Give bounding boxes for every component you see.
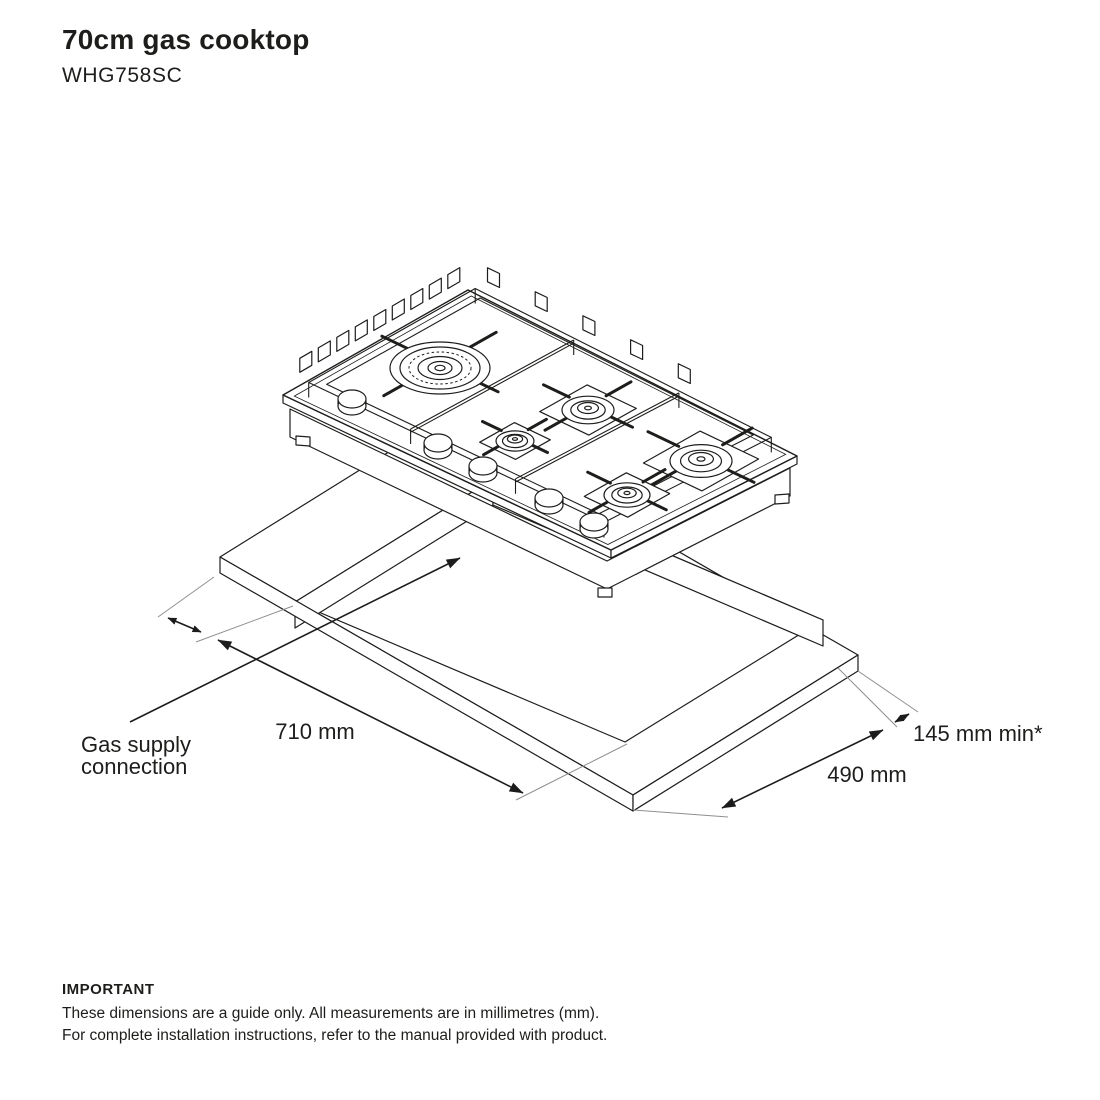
diagram-line <box>604 380 633 398</box>
diagram-line <box>526 417 548 432</box>
diagram-shape <box>582 315 596 337</box>
burner-ring <box>423 433 453 453</box>
important-note-line1: These dimensions are a guide only. All m… <box>62 1005 600 1022</box>
diagram-shape <box>336 329 350 352</box>
diagram-line <box>542 383 571 399</box>
diagram-line <box>481 420 503 432</box>
important-note-line2: For complete installation instructions, … <box>62 1027 608 1044</box>
diagram-line <box>894 713 910 723</box>
diagram-line <box>195 605 294 643</box>
cutout-depth-dimension-label: 490 mm <box>827 762 907 787</box>
diagram-shape <box>391 298 405 321</box>
burner-ring <box>511 437 519 441</box>
diagram-shape <box>317 340 331 363</box>
diagram-shape <box>299 350 313 373</box>
diagram-shape <box>219 556 634 812</box>
diagram-shape <box>326 297 754 515</box>
diagram-line <box>857 670 919 713</box>
diagram-line <box>721 466 756 484</box>
diagram-shape <box>295 435 311 447</box>
diagram-shape <box>447 267 461 290</box>
diagram-shape <box>373 308 387 332</box>
burner-ring <box>434 364 446 372</box>
diagram-line <box>721 729 884 809</box>
diagram-line <box>515 392 680 480</box>
diagram-line <box>515 395 680 483</box>
burner-ring <box>583 405 592 411</box>
diagram-shape <box>354 319 368 342</box>
burner-ring <box>408 351 472 385</box>
burner-ring <box>579 512 609 532</box>
diagram-shape <box>630 339 644 361</box>
diagram-shape <box>774 493 790 505</box>
diagram-line <box>837 667 898 728</box>
diagram-line <box>543 414 572 432</box>
burner-ring <box>534 488 564 508</box>
diagram-line <box>515 743 628 801</box>
cutout-width-dimension-label: 710 mm <box>275 719 355 744</box>
important-heading: IMPORTANT <box>62 981 155 998</box>
burner-ring <box>696 456 706 462</box>
burner-ring <box>468 456 498 476</box>
model-number: WHG758SC <box>62 64 183 87</box>
page-title: 70cm gas cooktop <box>62 24 310 55</box>
diagram-line <box>167 617 202 633</box>
diagram-shape <box>428 277 442 300</box>
diagram-line <box>641 468 667 484</box>
diagram-line <box>410 339 574 430</box>
diagram-shape <box>677 363 691 385</box>
diagram-shape <box>486 267 501 289</box>
clearance-dimension-label: 145 mm min* <box>913 721 1043 746</box>
diagram-line <box>586 470 612 485</box>
diagram-line <box>646 430 681 448</box>
diagram-line <box>648 467 681 488</box>
diagram-shape <box>289 408 791 590</box>
diagram-line <box>632 809 729 818</box>
diagram-shape <box>410 287 424 311</box>
diagram-line <box>129 557 461 723</box>
gas-supply-label: Gas supply connection <box>81 732 192 779</box>
diagram-shape <box>597 587 613 598</box>
burner-ring <box>337 389 367 409</box>
burner-ring <box>623 490 631 496</box>
diagram-line <box>157 576 215 618</box>
diagram-shape <box>534 291 548 313</box>
diagram-shape <box>293 295 787 545</box>
diagram-line <box>721 426 754 447</box>
diagram-line <box>217 639 524 794</box>
